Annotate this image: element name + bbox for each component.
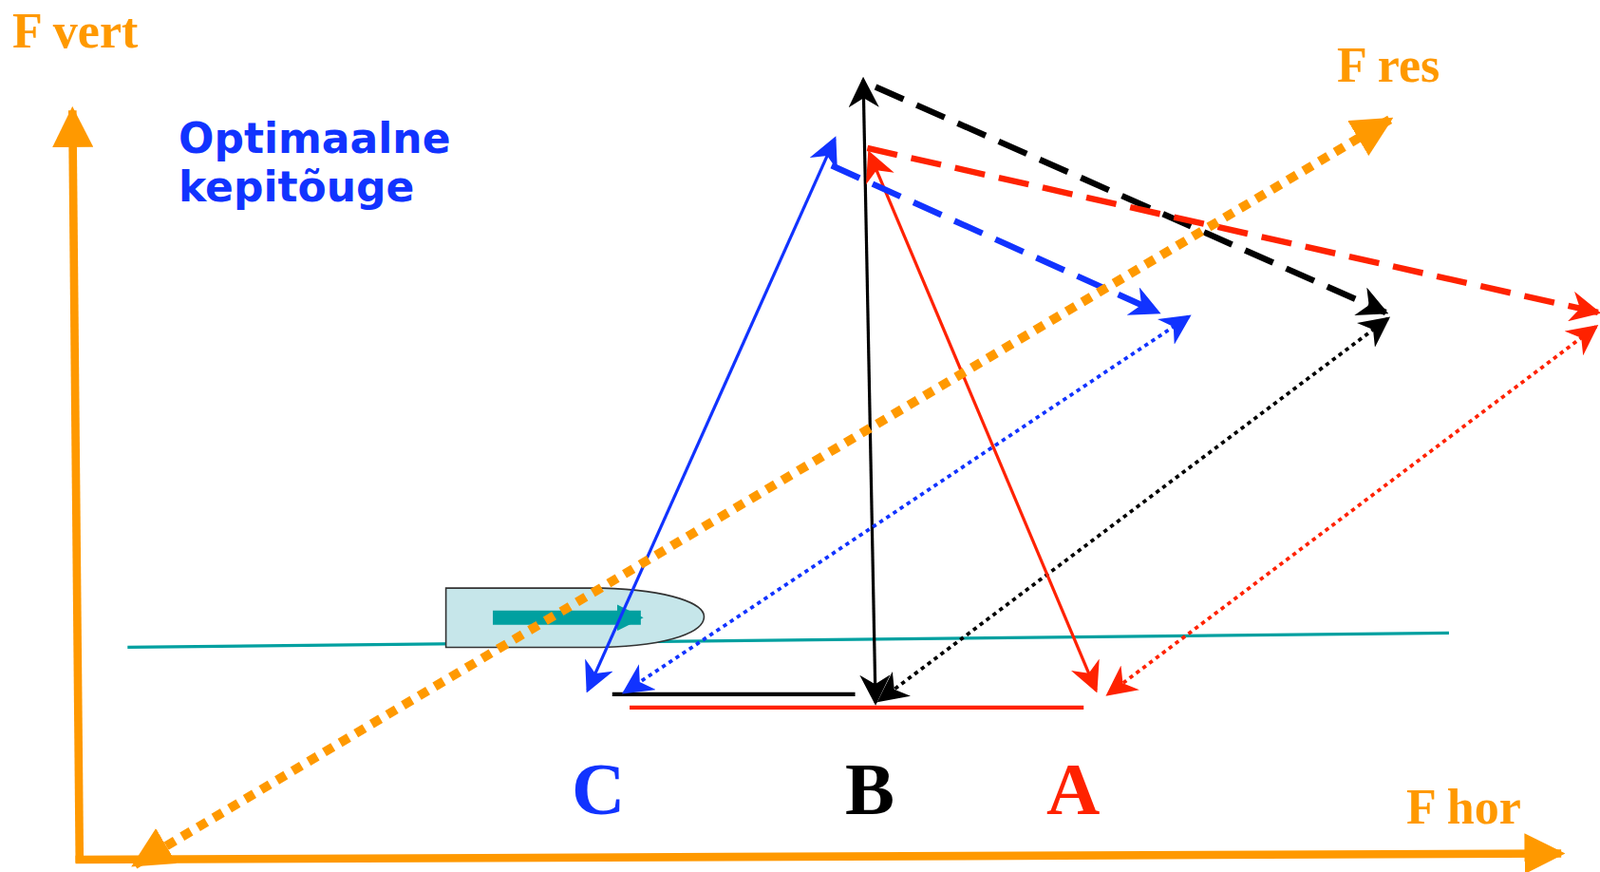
blue-force [587,138,835,690]
black-dashed-force [875,86,1386,312]
waterline [127,632,1450,647]
red-base-segment [629,705,1084,710]
black-base-segment [612,692,856,697]
boat-hull [446,587,705,647]
vertical-axis [72,110,80,863]
axis-label: F hor [1406,782,1522,832]
case-letter: B [845,752,895,827]
blue-dashed-force [831,165,1159,313]
axis-label: F res [1336,40,1440,91]
case-letter: C [571,752,625,827]
red-dotted-force [1108,326,1597,695]
title-note: Optimaalne kepitõuge [178,114,540,211]
black-vertical-force [863,79,876,703]
case-letter: A [1046,752,1100,827]
red-force [869,152,1097,690]
blue-dotted-force [624,316,1189,692]
horizontal-axis [75,853,1563,860]
resultant-force [134,119,1391,865]
axis-label: F vert [12,6,138,57]
